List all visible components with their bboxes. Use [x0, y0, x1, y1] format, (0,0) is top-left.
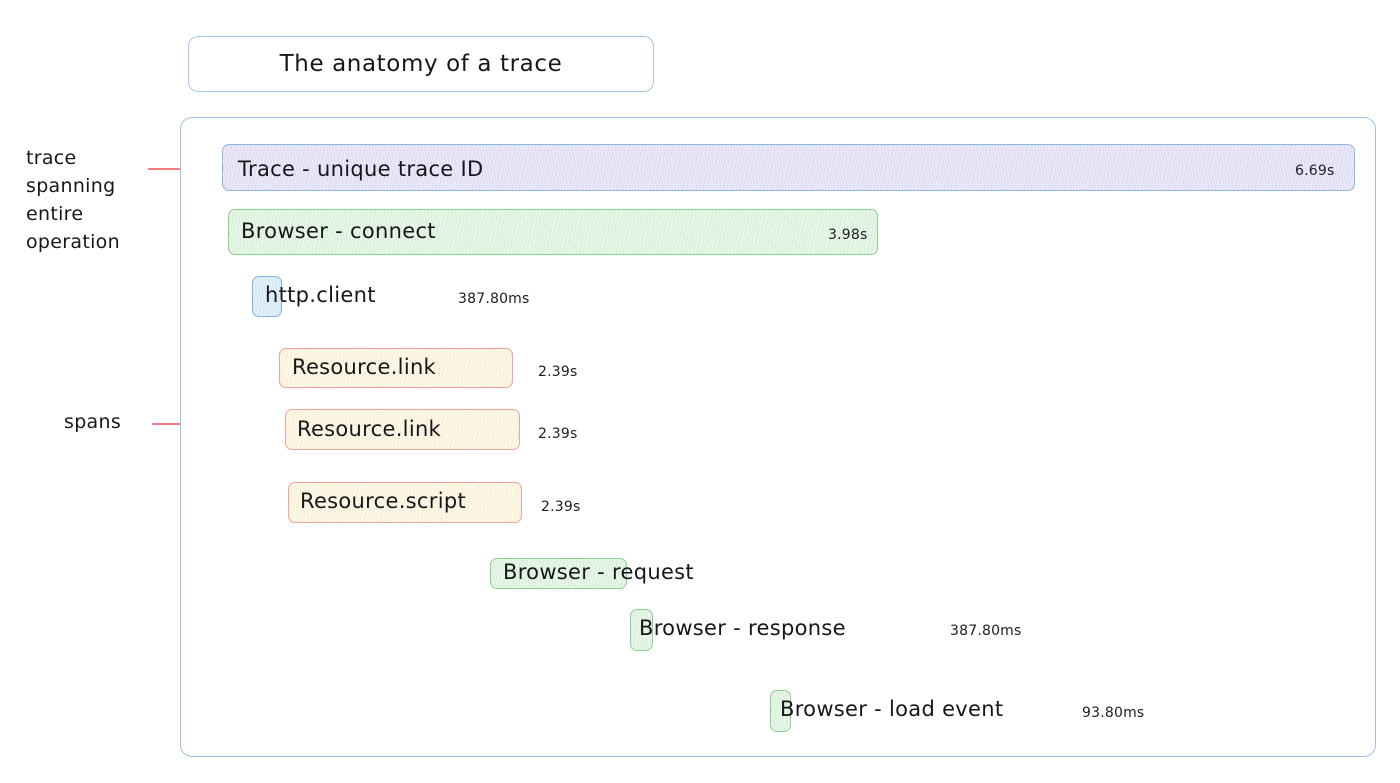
- annotation-trace-spanning-entire-operation: trace spanning entire operation: [26, 147, 120, 253]
- span-duration: 387.80ms: [458, 291, 530, 307]
- span-bar[interactable]: [630, 609, 653, 651]
- page-title: The anatomy of a trace: [279, 51, 563, 77]
- span-bar[interactable]: [285, 409, 520, 450]
- span-duration: 2.39s: [538, 426, 578, 442]
- span-duration: 2.39s: [538, 364, 578, 380]
- span-label: Browser - response: [639, 616, 846, 640]
- trace-annotation-leader-line: [148, 168, 206, 170]
- span-duration: 93.80ms: [1082, 705, 1145, 721]
- span-label: Resource.link: [292, 355, 437, 379]
- span-bar[interactable]: [770, 690, 791, 732]
- span-bar[interactable]: [279, 348, 513, 388]
- span-label: Browser - request: [503, 560, 694, 584]
- span-duration: 387.80ms: [950, 623, 1022, 639]
- title-card: The anatomy of a trace: [188, 36, 654, 92]
- span-bar[interactable]: [222, 144, 1355, 191]
- span-label: Resource.script: [300, 489, 466, 513]
- span-bar[interactable]: [252, 276, 282, 317]
- span-label: Browser - load event: [780, 697, 1004, 721]
- span-bar[interactable]: [288, 482, 522, 523]
- span-duration: 6.69s: [1295, 163, 1335, 179]
- span-duration: 3.98s: [828, 227, 868, 243]
- span-label: Trace - unique trace ID: [238, 157, 484, 181]
- span-label: Browser - connect: [241, 219, 436, 243]
- span-label: Resource.link: [297, 417, 442, 441]
- span-duration: 2.39s: [541, 499, 581, 515]
- span-bar[interactable]: [490, 558, 627, 589]
- annotation-spans: spans: [64, 411, 122, 433]
- span-bar[interactable]: [228, 209, 878, 255]
- span-label: http.client: [265, 283, 376, 307]
